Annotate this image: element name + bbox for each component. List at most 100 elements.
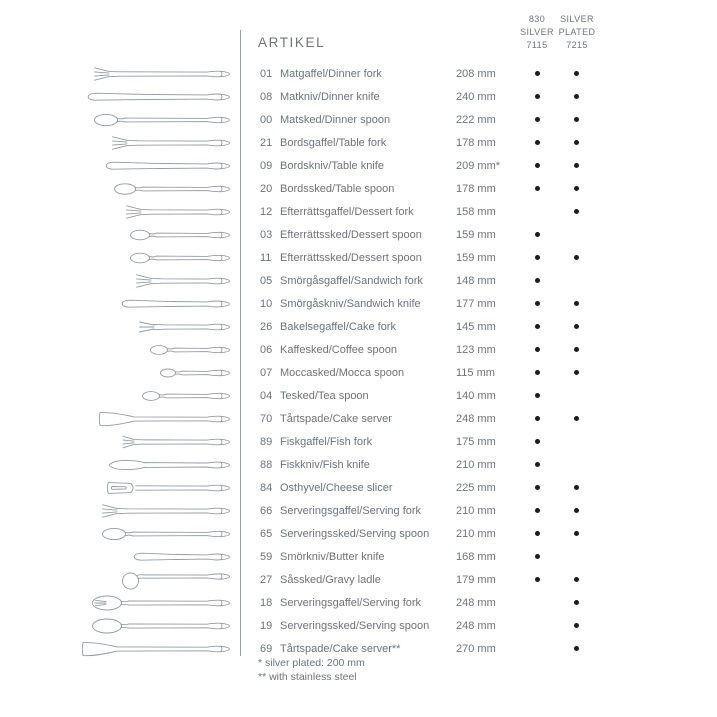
article-name: Bordsgaffel/Table fork [280, 136, 387, 149]
availability-830-silver [518, 117, 556, 122]
availability-silver-plated [556, 508, 596, 513]
article-length: 210 mm [456, 458, 496, 471]
article-name: Smörgåskniv/Sandwich knife [280, 297, 421, 310]
article-name: Bakelsegaffel/Cake fork [280, 320, 396, 333]
availability-830-silver [518, 301, 556, 306]
fish-fork-icon [121, 432, 233, 452]
dessert-spoon-icon [129, 225, 233, 245]
availability-dot [573, 485, 579, 490]
article-name: Bordskniv/Table knife [280, 159, 384, 172]
article-number: 06 [260, 343, 273, 356]
salad-serving-fork-icon [91, 592, 233, 614]
availability-dot [534, 301, 540, 306]
article-number: 70 [260, 412, 273, 425]
article-row: 26 Bakelsegaffel/Cake fork 145 mm [260, 315, 596, 338]
availability-silver-plated [556, 209, 596, 214]
availability-830-silver [518, 393, 556, 398]
availability-silver-plated [556, 71, 596, 76]
availability-silver-plated [556, 186, 596, 191]
article-row: 88 Fiskkniv/Fish knife 210 mm [260, 453, 596, 476]
availability-dot [573, 117, 579, 122]
availability-dot [573, 209, 579, 214]
availability-830-silver [518, 140, 556, 145]
availability-dot [534, 347, 540, 352]
availability-dot [573, 370, 579, 375]
article-length: 225 mm [456, 481, 496, 494]
availability-dot [534, 186, 540, 191]
availability-830-silver [518, 531, 556, 536]
article-name: Smörkniv/Butter knife [280, 550, 385, 563]
availability-830-silver [518, 577, 556, 582]
serving-spoon-icon [101, 524, 233, 544]
article-number: 05 [260, 274, 273, 287]
article-name: Efterrättssked/Dessert spoon [280, 228, 422, 241]
article-length: 248 mm [456, 412, 496, 425]
article-name: Bordssked/Table spoon [280, 182, 395, 195]
article-name: Såssked/Gravy ladle [280, 573, 381, 586]
article-number: 88 [260, 458, 273, 471]
availability-830-silver [518, 485, 556, 490]
table-spoon-icon [113, 179, 233, 199]
article-length: 210 mm [456, 504, 496, 517]
article-number: 09 [260, 159, 273, 172]
fish-knife-icon [107, 455, 233, 475]
article-length: 158 mm [456, 205, 496, 218]
article-number: 03 [260, 228, 273, 241]
article-length: 140 mm [456, 389, 496, 402]
tea-spoon-icon [141, 386, 233, 406]
availability-dot [534, 393, 540, 398]
cake-fork-icon [138, 317, 233, 337]
article-number: 10 [260, 297, 273, 310]
availability-dot [534, 531, 540, 536]
gravy-ladle-icon [121, 569, 233, 590]
article-name: Fiskkniv/Fish knife [280, 458, 370, 471]
availability-830-silver [518, 278, 556, 283]
article-length: 145 mm [456, 320, 496, 333]
article-length: 248 mm [456, 619, 496, 632]
article-length: 175 mm [456, 435, 496, 448]
article-name: Tesked/Tea spoon [280, 389, 369, 402]
article-number: 00 [260, 113, 273, 126]
availability-dot [534, 370, 540, 375]
availability-silver-plated [556, 163, 596, 168]
article-number: 84 [260, 481, 273, 494]
article-number: 26 [260, 320, 273, 333]
article-length: 123 mm [456, 343, 496, 356]
article-number: 59 [260, 550, 273, 563]
article-length: 209 mm* [456, 159, 501, 172]
article-name: Efterrättssked/Dessert spoon [280, 251, 422, 264]
article-length: 210 mm [456, 527, 496, 540]
availability-dot [534, 508, 540, 513]
dessert-spoon-icon [129, 248, 233, 268]
article-name: Matsked/Dinner spoon [280, 113, 391, 126]
availability-830-silver [518, 347, 556, 352]
article-number: 89 [260, 435, 273, 448]
article-length: 222 mm [456, 113, 496, 126]
dessert-fork-icon [125, 202, 233, 222]
availability-dot [534, 94, 540, 99]
availability-dot [573, 347, 579, 352]
availability-830-silver [518, 71, 556, 76]
availability-dot [534, 554, 540, 559]
header-line: SILVER [560, 14, 594, 24]
availability-830-silver [518, 439, 556, 444]
availability-silver-plated [556, 600, 596, 605]
availability-dot [573, 324, 579, 329]
footnote: ** with stainless steel [258, 670, 357, 683]
availability-silver-plated [556, 577, 596, 582]
availability-830-silver [518, 554, 556, 559]
availability-silver-plated [556, 301, 596, 306]
availability-dot [573, 416, 579, 421]
availability-830-silver [518, 508, 556, 513]
dinner-spoon-icon [93, 110, 233, 130]
